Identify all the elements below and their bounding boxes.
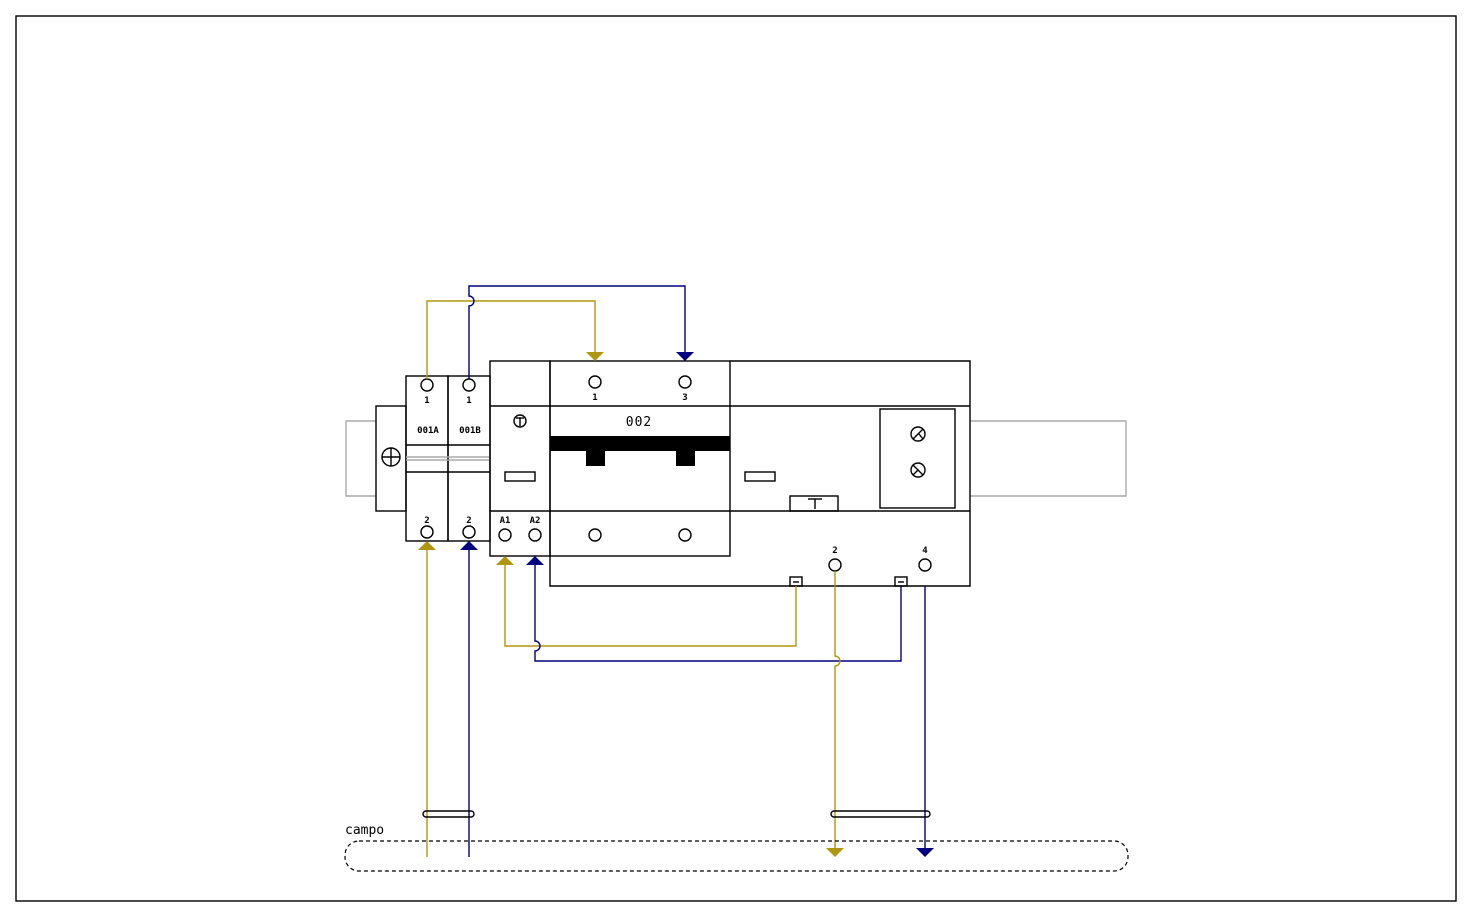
label-slot xyxy=(744,471,776,482)
terminal[interactable] xyxy=(918,558,932,572)
drawing-frame xyxy=(15,15,1457,902)
phase-wire xyxy=(426,300,596,379)
contactor-002: 1 3 002 xyxy=(549,360,731,557)
coil-label-a2: A2 xyxy=(530,516,541,526)
mcb-id: 001A xyxy=(417,426,439,436)
din-rail-left xyxy=(345,420,376,497)
field-boundary xyxy=(344,840,1129,872)
earth-icon xyxy=(381,447,401,467)
terminal[interactable] xyxy=(588,528,602,542)
phase-wire xyxy=(504,565,797,647)
test-button-icon[interactable] xyxy=(513,414,527,428)
relay-module: 2 4 xyxy=(549,360,971,587)
mcb-id: 001B xyxy=(459,426,481,436)
cable-tie xyxy=(830,810,931,818)
terminal[interactable] xyxy=(678,375,692,389)
field-label: campo xyxy=(345,823,384,838)
terminal[interactable] xyxy=(828,558,842,572)
terminal[interactable] xyxy=(462,525,476,539)
terminal[interactable] xyxy=(420,525,434,539)
terminal[interactable] xyxy=(462,378,476,392)
lamp-icon xyxy=(910,426,926,442)
terminal-label: 1 xyxy=(466,396,471,406)
terminal-a1[interactable] xyxy=(498,528,512,542)
terminal-label: 2 xyxy=(832,546,837,556)
terminal-label: 4 xyxy=(922,546,928,556)
terminal-label: 2 xyxy=(466,516,471,526)
terminal-label: 1 xyxy=(424,396,429,406)
terminal-label: 2 xyxy=(424,516,429,526)
terminal[interactable] xyxy=(420,378,434,392)
wires xyxy=(418,285,934,857)
contactor-id: 002 xyxy=(626,415,652,430)
contact-tooth xyxy=(586,451,605,466)
lamp-icon xyxy=(910,462,926,478)
test-button[interactable] xyxy=(789,495,839,512)
mcb-001a[interactable]: 1 001A 2 xyxy=(405,375,449,542)
coil-label-a1: A1 xyxy=(500,516,511,526)
cable-tie xyxy=(422,810,475,818)
terminal-label: 3 xyxy=(682,393,687,403)
phase-wire xyxy=(834,571,841,848)
earth-terminal-block xyxy=(375,405,407,512)
contact-bar xyxy=(550,436,730,451)
din-rail-right xyxy=(970,420,1127,497)
terminal[interactable] xyxy=(588,375,602,389)
terminal-label: 1 xyxy=(592,393,597,403)
lamp-panel xyxy=(879,408,956,509)
neutral-wire xyxy=(534,565,902,662)
contact-tooth xyxy=(676,451,695,466)
terminal-a2[interactable] xyxy=(528,528,542,542)
contactor-coil-module: A1 A2 xyxy=(489,360,551,557)
label-slot xyxy=(504,471,536,482)
neutral-wire xyxy=(468,285,686,379)
terminal[interactable] xyxy=(678,528,692,542)
mcb-001b[interactable]: 1 001B 2 xyxy=(447,375,491,542)
